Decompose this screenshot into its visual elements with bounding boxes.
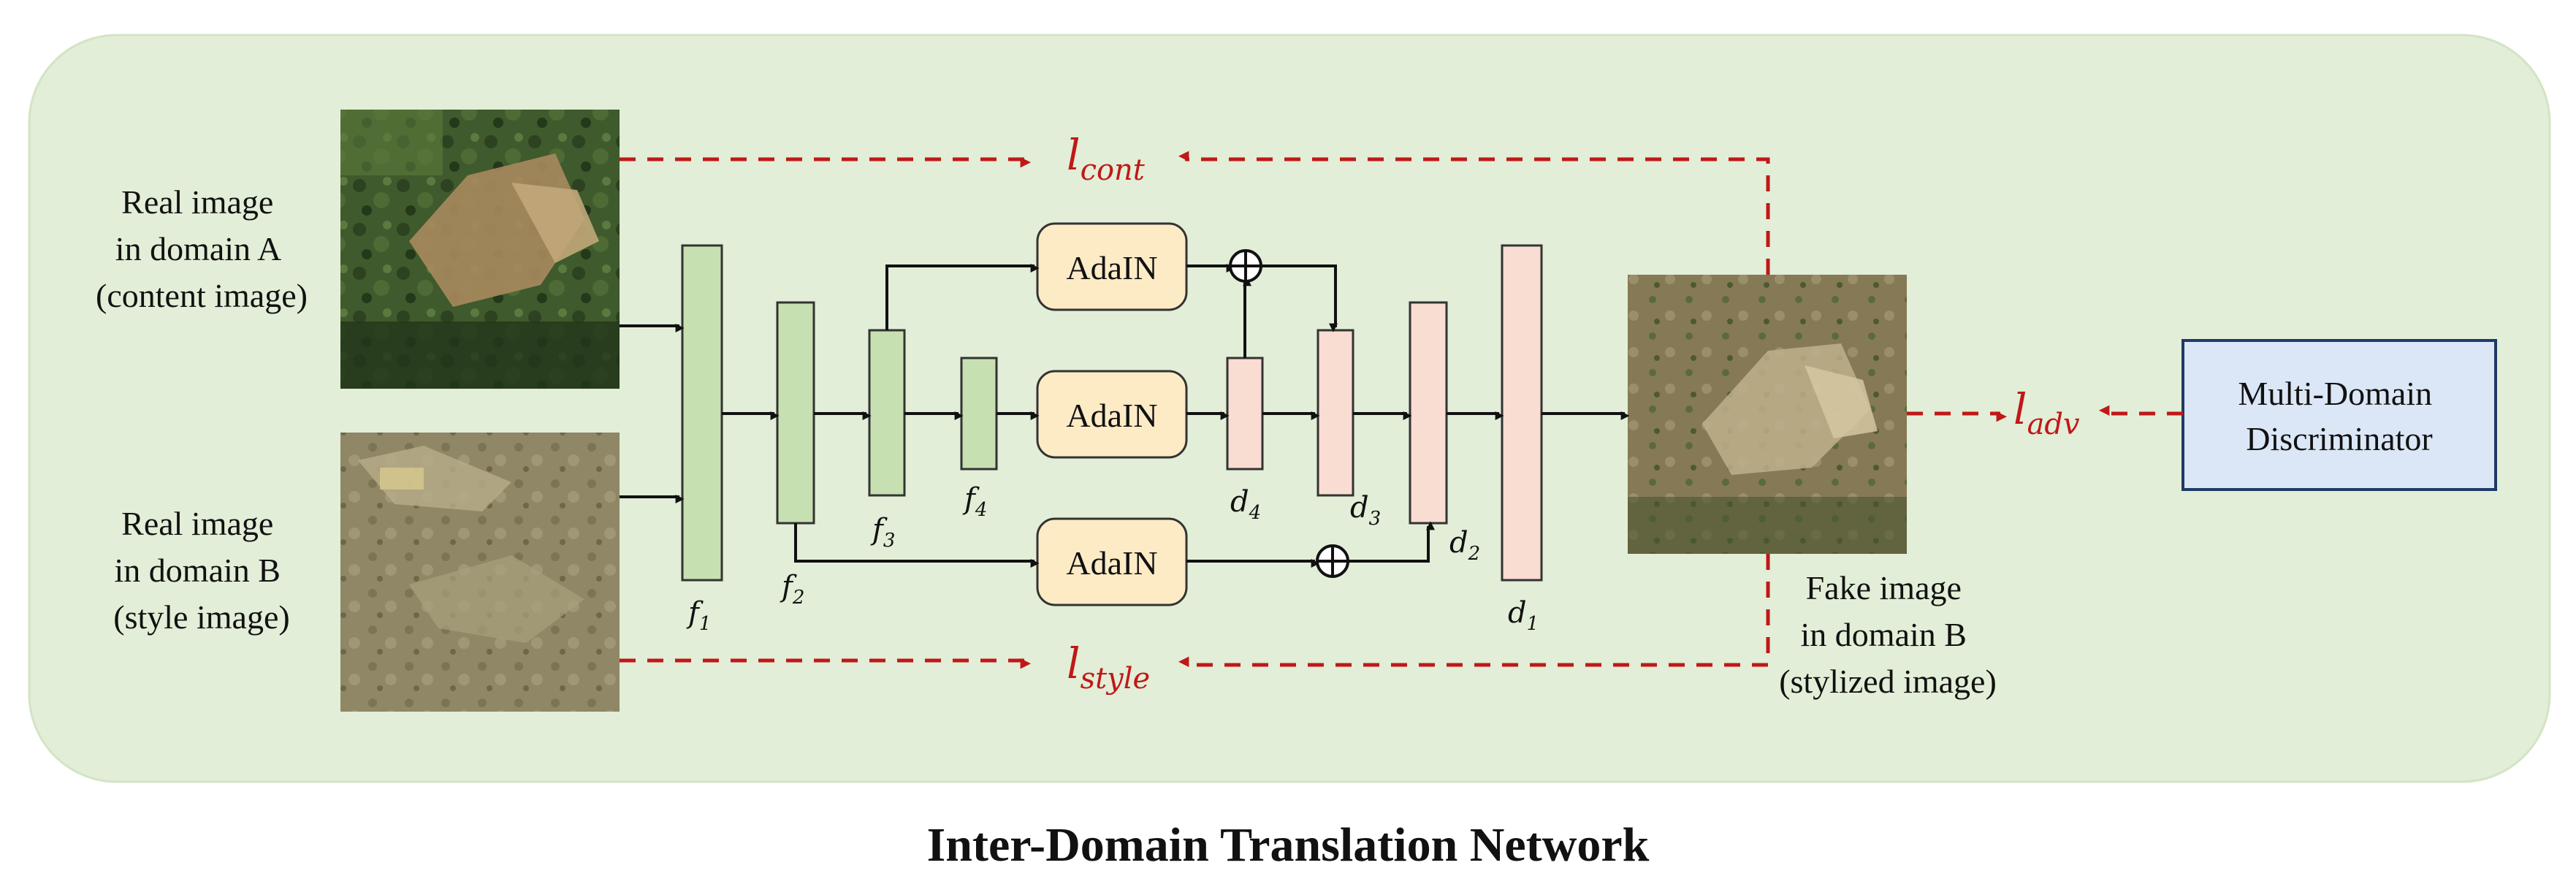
- adain-label: AdaIN: [1066, 544, 1157, 582]
- diagram-title: Inter-Domain Translation Network: [927, 818, 1650, 872]
- encoder-block-f3: [868, 329, 906, 497]
- decoder-label-d1: d1: [1508, 596, 1539, 635]
- style-image-label: Real image in domain B (style image): [113, 505, 289, 636]
- svg-text:Multi-Domain Discriminat: Multi-Domain Discriminator: [2238, 375, 2440, 457]
- loss-arrows: [620, 151, 2183, 669]
- content-image-label: Real image in domain A (content image): [96, 183, 308, 314]
- content-image: [340, 110, 620, 389]
- adain-label: AdaIN: [1066, 397, 1157, 434]
- multi-domain-discriminator: Multi-Domain Discriminator: [2181, 339, 2497, 491]
- adain-block-top: AdaIN: [1036, 222, 1188, 311]
- style-image: [340, 433, 620, 712]
- decoder-block-d1: [1501, 244, 1543, 582]
- encoder-block-f2: [776, 301, 815, 525]
- adain-block-middle: AdaIN: [1036, 370, 1188, 459]
- decoder-label-d2: d2: [1449, 526, 1480, 565]
- adversarial-loss-label: ladv: [2013, 384, 2080, 441]
- adain-block-bottom: AdaIN: [1036, 517, 1188, 606]
- decoder-label-d4: d4: [1230, 485, 1261, 524]
- stylized-image: [1628, 275, 1907, 554]
- decoder-label-d3: d3: [1350, 491, 1381, 530]
- decoder-block-d2: [1409, 301, 1448, 525]
- style-loss-label: lstyle: [1067, 639, 1150, 696]
- network-panel: [28, 34, 2551, 783]
- add-junction-top: [1229, 249, 1262, 283]
- decoder-block-d3: [1316, 329, 1354, 497]
- decoder-block-d4: [1226, 357, 1264, 471]
- add-junction-bottom: [1316, 544, 1349, 578]
- stylized-image-label: Fake image in domain B (stylized image): [1779, 569, 1997, 700]
- encoder-block-f4: [960, 357, 998, 471]
- adain-label: AdaIN: [1066, 249, 1157, 286]
- encoder-block-f1: [681, 244, 723, 582]
- data-flow-arrows: [620, 264, 1630, 568]
- content-loss-label: lcont: [1067, 130, 1146, 187]
